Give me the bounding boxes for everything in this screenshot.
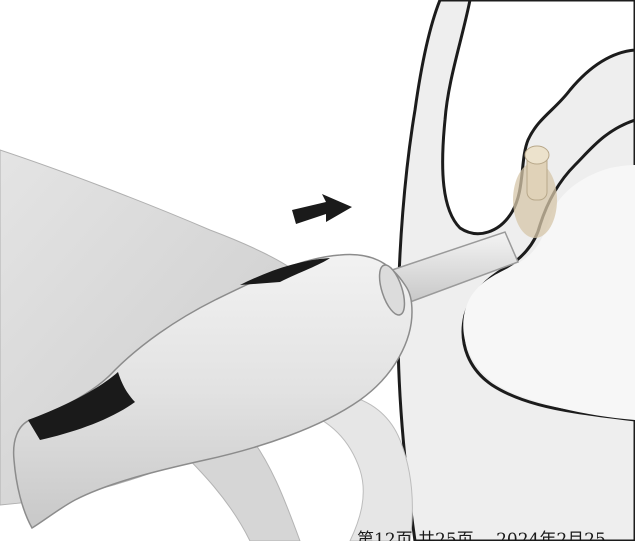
arrow-right-icon (292, 194, 352, 224)
page-footer-caption: 第12页,共25页， 2024年2月25 (357, 530, 606, 541)
